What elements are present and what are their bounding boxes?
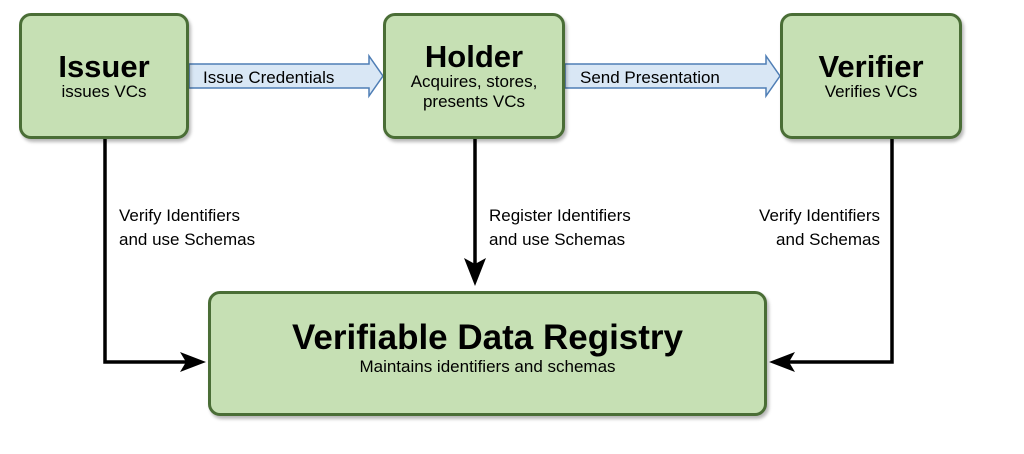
holder-registry-label: Register Identifiers and use Schemas (489, 204, 631, 252)
issuer-description: issues VCs (61, 81, 147, 101)
verifier-node: Verifier Verifies VCs (780, 13, 962, 139)
issuer-registry-label: Verify Identifiers and use Schemas (119, 204, 255, 252)
holder-registry-arrowhead (464, 258, 486, 286)
verifier-registry-label-line1: Verify Identifiers (759, 206, 880, 225)
issuer-registry-label-line1: Verify Identifiers (119, 206, 240, 225)
verifier-registry-label: Verify Identifiers and Schemas (700, 204, 880, 252)
issuer-registry-connector (103, 139, 190, 364)
holder-node: Holder Acquires, stores, presents VCs (383, 13, 565, 139)
registry-title: Verifiable Data Registry (292, 318, 683, 358)
issuer-title: Issuer (58, 48, 150, 84)
registry-description: Maintains identifiers and schemas (359, 357, 616, 377)
issuer-node: Issuer issues VCs (19, 13, 189, 139)
verifier-title: Verifier (818, 48, 924, 84)
send-presentation-arrow (564, 53, 781, 99)
verifier-description: Verifies VCs (824, 81, 918, 101)
send-presentation-label: Send Presentation (580, 68, 720, 88)
issue-credentials-label: Issue Credentials (203, 68, 334, 88)
verifier-registry-label-line2: and Schemas (776, 230, 880, 249)
issue-credentials-text: Issue Credentials (203, 68, 335, 87)
verifier-registry-connector (786, 139, 894, 364)
holder-registry-label-line1: Register Identifiers (489, 206, 631, 225)
verifier-registry-arrowhead (769, 352, 795, 372)
holder-description: Acquires, stores, presents VCs (410, 71, 538, 111)
issuer-registry-arrowhead (180, 352, 206, 372)
registry-node: Verifiable Data Registry Maintains ident… (208, 291, 767, 416)
issuer-registry-label-line2: and use Schemas (119, 230, 256, 249)
issue-credentials-arrow (188, 53, 384, 99)
holder-registry-label-line2: and use Schemas (489, 230, 626, 249)
send-presentation-text: Send Presentation (580, 68, 720, 87)
holder-title: Holder (424, 38, 524, 74)
